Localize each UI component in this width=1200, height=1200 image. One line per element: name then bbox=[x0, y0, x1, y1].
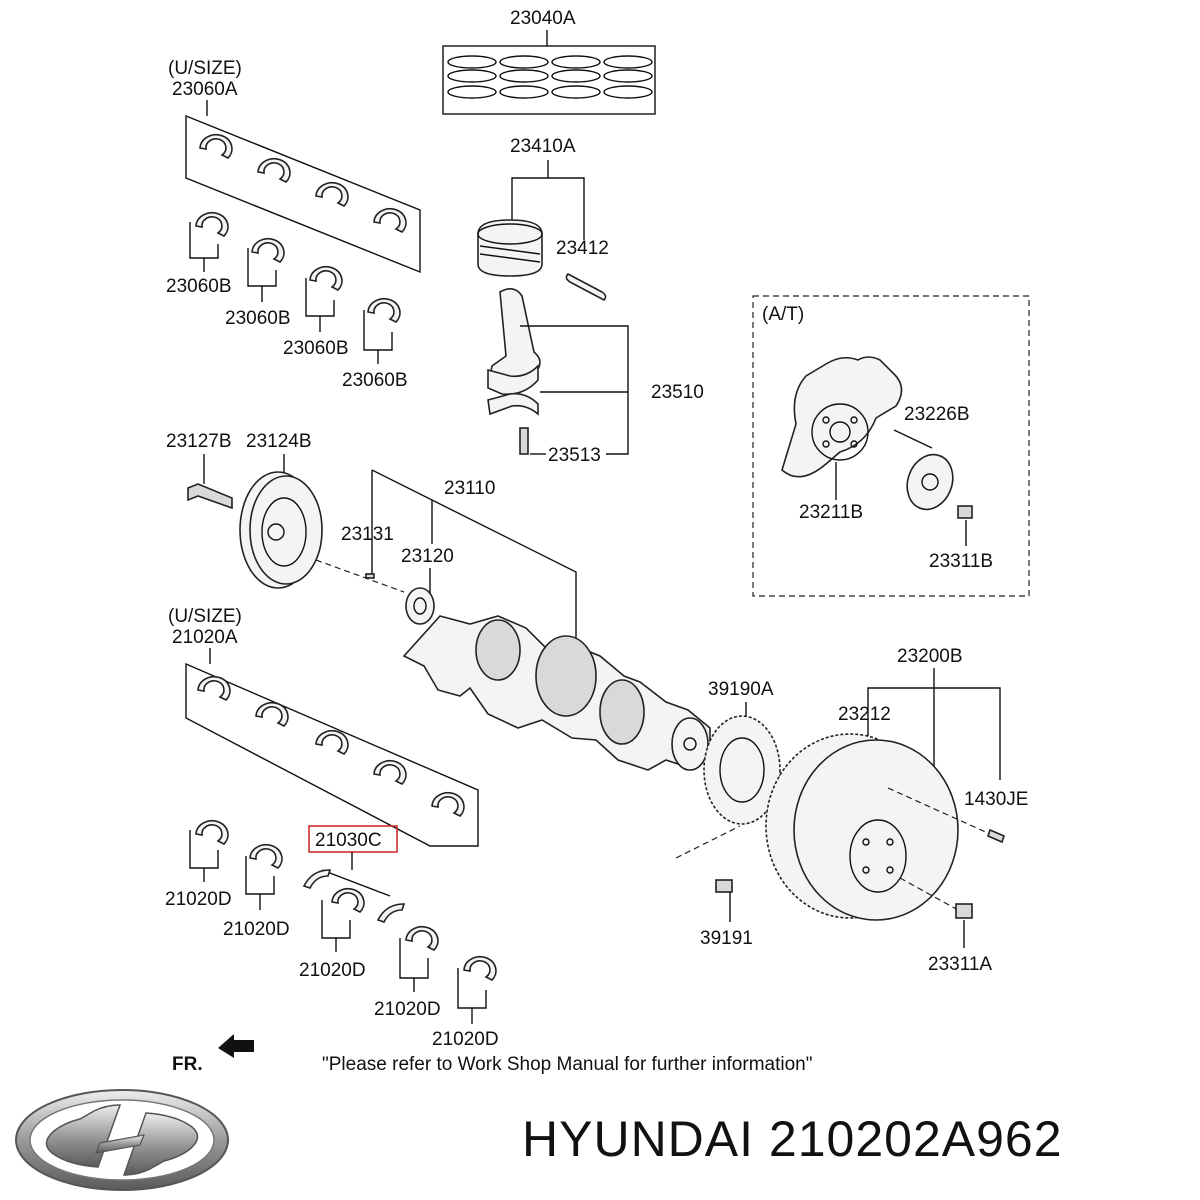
label-23131: 23131 bbox=[341, 524, 394, 545]
label-23211B: 23211B bbox=[799, 502, 863, 523]
label-23060A: 23060A bbox=[172, 79, 238, 100]
label-23060B-3: 23060B bbox=[283, 338, 349, 359]
label-23060B-2: 23060B bbox=[225, 308, 291, 329]
label-23513: 23513 bbox=[548, 445, 601, 466]
label-usize-bottom: (U/SIZE) bbox=[168, 606, 242, 627]
upper-bearing-set-top: (U/SIZE) 23060A bbox=[168, 58, 421, 274]
crankshaft: 23110 23131 23120 bbox=[315, 469, 711, 771]
label-23412: 23412 bbox=[556, 238, 609, 259]
label-21020D-1: 21020D bbox=[165, 889, 232, 910]
label-23311B: 23311B bbox=[929, 551, 993, 572]
thrust-bearing: 21030C bbox=[302, 825, 406, 923]
label-21020D-4: 21020D bbox=[374, 999, 441, 1020]
label-23410A: 23410A bbox=[510, 136, 576, 157]
highlight-21030C bbox=[308, 825, 398, 853]
label-23124B: 23124B bbox=[246, 431, 312, 452]
label-21030C: 21030C bbox=[315, 830, 382, 851]
label-at: (A/T) bbox=[762, 304, 804, 325]
diagram-footer: FR. "Please refer to Work Shop Manual fo… bbox=[172, 1034, 812, 1075]
label-23226B: 23226B bbox=[904, 404, 970, 425]
label-23127B: 23127B bbox=[166, 431, 232, 452]
label-23060B-1: 23060B bbox=[166, 276, 232, 297]
label-21020D-5: 21020D bbox=[432, 1029, 499, 1050]
label-23311A: 23311A bbox=[928, 954, 992, 975]
label-23060B-4: 23060B bbox=[342, 370, 408, 391]
piston-assembly: 23410A 23412 bbox=[477, 136, 609, 301]
label-21020D-3: 21020D bbox=[299, 960, 366, 981]
label-note: "Please refer to Work Shop Manual for fu… bbox=[322, 1054, 812, 1075]
crank-pulley: 23127B 23124B bbox=[166, 431, 323, 589]
label-21020A: 21020A bbox=[172, 627, 238, 648]
upper-bearing-singles: 23060B 23060B 23060B 23060B bbox=[166, 212, 408, 391]
label-fr: FR. bbox=[172, 1054, 203, 1075]
hyundai-logo-icon bbox=[15, 1089, 229, 1191]
label-21020D-2: 21020D bbox=[223, 919, 290, 940]
label-1430JE: 1430JE bbox=[964, 789, 1028, 810]
brand-caption: HYUNDAI 210202A962 bbox=[522, 1111, 1063, 1167]
label-23120: 23120 bbox=[401, 546, 454, 567]
lower-bearing-set: (U/SIZE) 21020A bbox=[168, 606, 479, 847]
piston-ring-set: 23040A bbox=[442, 8, 656, 115]
sensor-wheel: 39190A 39191 bbox=[675, 679, 781, 949]
front-arrow-icon bbox=[218, 1034, 254, 1058]
lower-bearing-singles: 21020D 21020D 21020D 21020D 21020D bbox=[165, 820, 499, 1050]
connecting-rod: 23510 23513 bbox=[487, 288, 704, 466]
label-23212: 23212 bbox=[838, 704, 891, 725]
flywheel: 23200B 23212 1430JE 23311A bbox=[765, 646, 1028, 975]
label-39190A: 39190A bbox=[708, 679, 774, 700]
label-39191: 39191 bbox=[700, 928, 753, 949]
label-23510: 23510 bbox=[651, 382, 704, 403]
label-23110: 23110 bbox=[444, 478, 495, 499]
label-23200B: 23200B bbox=[897, 646, 963, 667]
automatic-transmission-box: (A/T) 23226B 23211B 23311B bbox=[752, 295, 1030, 597]
label-usize-top: (U/SIZE) bbox=[168, 58, 242, 79]
label-23040A: 23040A bbox=[510, 8, 576, 29]
